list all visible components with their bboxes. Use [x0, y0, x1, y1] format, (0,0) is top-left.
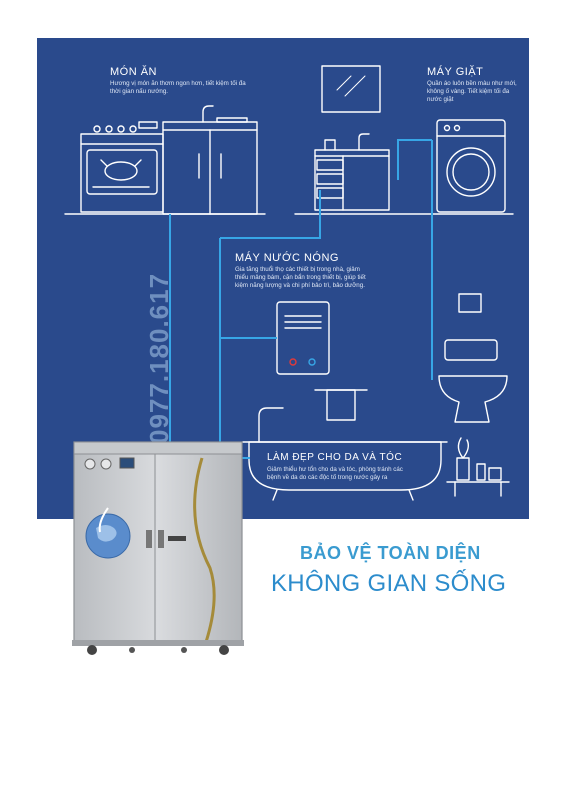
stove-icon — [80, 121, 164, 213]
washing-machine-icon — [436, 119, 506, 213]
may-nuoc-nong-title: MÁY NƯỚC NÓNG — [235, 252, 339, 264]
toilet-icon — [438, 339, 508, 423]
kitchen-cabinet-icon — [162, 105, 258, 215]
water-pipes — [169, 139, 433, 459]
towel-icon — [314, 389, 368, 421]
water-heater-icon — [276, 301, 330, 375]
mon-an-desc: Hương vị món ăn thơm ngon hơn, tiết kiệm… — [110, 80, 246, 95]
lam-dep-desc: Giảm thiểu hư tổn cho da và tóc, phòng t… — [267, 466, 403, 481]
house-illustration — [64, 65, 514, 501]
headline-line-1: BẢO VỆ TOÀN DIỆN — [300, 543, 481, 563]
mon-an-title: MÓN ĂN — [110, 66, 157, 78]
sink-cabinet-icon — [314, 133, 390, 211]
shelf-plant-icon — [446, 437, 510, 497]
bathtub-icon — [242, 407, 448, 501]
water-filter-cabinet — [72, 441, 244, 655]
may-giat-desc: Quần áo luôn bền màu như mới, không ố và… — [427, 80, 517, 103]
phone-number-text: 0977.180.617 — [144, 273, 174, 444]
headline-line-2: KHÔNG GIAN SỐNG — [271, 570, 507, 597]
may-giat-title: MÁY GIẶT — [427, 66, 484, 78]
blueprint-panel: MÓN ĂN Hương vị món ăn thơm ngon hơn, ti… — [37, 38, 529, 519]
phone-number: 0977.180.617 — [144, 273, 174, 444]
lam-dep-title: LÀM ĐẸP CHO DA VÀ TÓC — [267, 452, 403, 463]
may-nuoc-nong-desc: Gia tăng thuổi thọ các thiết bị trong nh… — [235, 266, 366, 289]
toilet-paper-icon — [458, 293, 482, 313]
mirror-icon — [321, 65, 381, 113]
